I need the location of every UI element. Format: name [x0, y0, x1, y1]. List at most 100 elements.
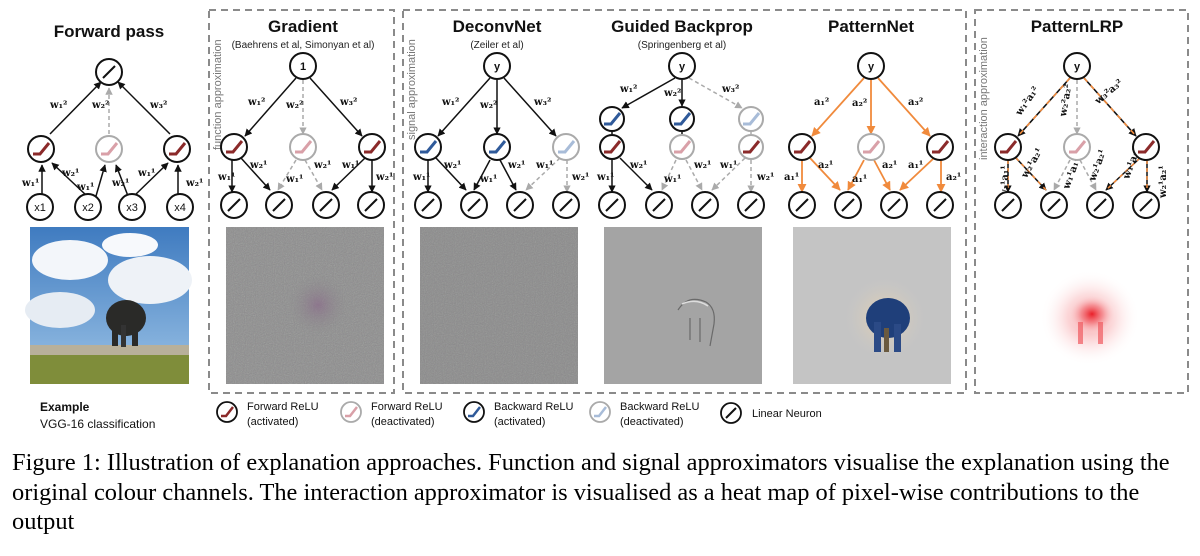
svg-text:w₂¹: w₂¹ — [693, 160, 711, 171]
svg-text:w₂¹: w₂¹ — [629, 160, 647, 171]
title-patternlrp: PatternLRP — [1031, 17, 1124, 36]
svg-text:w₁¹a₁¹: w₁¹a₁¹ — [1000, 165, 1011, 199]
svg-text:w₂¹: w₂¹ — [249, 160, 267, 171]
panel-function-approximation — [208, 9, 395, 394]
svg-text:w₃²: w₃² — [339, 97, 357, 108]
gradient-explanation-image — [226, 227, 384, 384]
svg-text:a₃²: a₃² — [908, 97, 923, 108]
svg-text:w₁¹a₁¹: w₁¹a₁¹ — [1061, 156, 1083, 191]
legend-backward-relu-deactivated: Backward ReLU (deactivated) — [589, 401, 700, 428]
label-function-approximation: function approximation — [212, 39, 224, 150]
svg-text:y: y — [1074, 61, 1081, 73]
svg-text:y: y — [494, 61, 501, 73]
svg-text:w₂¹: w₂¹ — [571, 172, 589, 183]
svg-text:x4: x4 — [174, 202, 186, 214]
svg-text:Forward ReLU: Forward ReLU — [247, 401, 319, 413]
svg-text:w₂²: w₂² — [479, 100, 497, 111]
example-subtitle: VGG-16 classification — [40, 417, 155, 431]
svg-text:a₁¹: a₁¹ — [784, 172, 799, 183]
forward-network: w₁² w₂² w₃² w₁¹ w₂¹ w₁¹ w₂¹ w₁¹ w₂¹ x1 x… — [21, 58, 203, 221]
panel-signal-approximation — [402, 9, 967, 394]
legend-forward-relu-deactivated: Forward ReLU (deactivated) — [340, 401, 443, 428]
patternnet-explanation-image — [793, 227, 951, 384]
svg-text:w₃²: w₃² — [149, 100, 167, 111]
svg-text:a₂¹: a₂¹ — [818, 160, 833, 171]
svg-text:w₂¹a₂¹: w₂¹a₂¹ — [1087, 148, 1109, 183]
svg-text:a₁¹: a₁¹ — [908, 160, 923, 171]
example-title: Example — [40, 400, 90, 414]
deconvnet-network: w₁² w₂² w₃² w₁¹ w₂¹ w₁¹ w₂¹ w₁¹ w₂¹ y — [412, 52, 589, 219]
svg-text:w₂¹: w₂¹ — [185, 178, 203, 189]
svg-text:w₁²: w₁² — [441, 97, 459, 108]
svg-text:w₂²: w₂² — [663, 88, 681, 99]
example-image — [25, 227, 192, 384]
svg-text:w₁¹: w₁¹ — [76, 182, 94, 193]
title-deconvnet: DeconvNet — [453, 17, 542, 36]
guided-backprop-explanation-image — [604, 227, 762, 384]
title-gradient: Gradient — [268, 17, 338, 36]
legend: Forward ReLU (activated) Forward ReLU (d… — [216, 401, 822, 428]
svg-text:(activated): (activated) — [247, 416, 298, 428]
svg-text:w₁²: w₁² — [49, 100, 67, 111]
gradient-network: w₁² w₂² w₃² w₁¹ w₂¹ w₁¹ w₂¹ w₁¹ w₂¹ 1 — [217, 52, 393, 219]
svg-text:a₂²: a₂² — [852, 98, 867, 109]
svg-text:x2: x2 — [82, 202, 94, 214]
legend-forward-relu-activated: Forward ReLU (activated) — [216, 401, 319, 428]
svg-text:w₁¹: w₁¹ — [341, 160, 359, 171]
subtitle-guided-backprop: (Springenberg et al) — [638, 40, 726, 51]
title-patternnet: PatternNet — [828, 17, 914, 36]
svg-text:y: y — [868, 61, 875, 73]
svg-text:w₂¹: w₂¹ — [61, 168, 79, 179]
svg-text:w₂¹a₂¹: w₂¹a₂¹ — [1158, 165, 1169, 199]
svg-text:w₂¹: w₂¹ — [313, 160, 331, 171]
svg-text:a₁²: a₁² — [814, 97, 829, 108]
svg-text:(deactivated): (deactivated) — [620, 416, 684, 428]
svg-text:w₁¹: w₁¹ — [285, 174, 303, 185]
svg-text:w₁¹: w₁¹ — [479, 174, 497, 185]
svg-text:w₁¹: w₁¹ — [535, 160, 553, 171]
title-forward-pass: Forward pass — [54, 22, 165, 41]
svg-text:w₁¹: w₁¹ — [137, 168, 155, 179]
svg-text:Linear Neuron: Linear Neuron — [752, 408, 822, 420]
label-interaction-approximation: interaction approximation — [978, 37, 990, 160]
svg-text:w₂¹: w₂¹ — [756, 172, 774, 183]
svg-text:a₂¹: a₂¹ — [946, 172, 961, 183]
svg-text:x1: x1 — [34, 202, 46, 214]
svg-text:(activated): (activated) — [494, 416, 545, 428]
svg-text:w₃²: w₃² — [533, 97, 551, 108]
subtitle-deconvnet: (Zeiler et al) — [470, 40, 523, 51]
patternlrp-network: w₁²a₁² w₂²a₂² w₃²a₃² w₁¹a₁¹ w₂¹a₂¹ w₁¹a₁… — [994, 52, 1169, 219]
svg-text:w₁¹: w₁¹ — [412, 172, 430, 183]
svg-text:w₁¹: w₁¹ — [217, 172, 235, 183]
svg-text:Backward ReLU: Backward ReLU — [494, 401, 574, 413]
svg-text:w₁¹: w₁¹ — [719, 160, 737, 171]
svg-text:w₁²: w₁² — [247, 97, 265, 108]
svg-text:w₂¹: w₂¹ — [375, 172, 393, 183]
svg-text:w₁¹: w₁¹ — [663, 174, 681, 185]
svg-text:w₂²: w₂² — [91, 100, 109, 111]
svg-text:a₂¹: a₂¹ — [882, 160, 897, 171]
guided-backprop-network: w₁² w₂² w₃² w₁¹ w₂¹ w₁¹ w₂¹ w₁¹ w₂¹ y — [596, 52, 774, 219]
svg-text:y: y — [679, 61, 686, 73]
svg-text:w₂¹: w₂¹ — [443, 160, 461, 171]
svg-text:w₁¹: w₁¹ — [21, 178, 39, 189]
svg-text:w₂¹: w₂¹ — [111, 178, 129, 189]
svg-text:1: 1 — [300, 61, 306, 73]
panel-interaction-approximation — [974, 9, 1189, 394]
svg-text:Forward ReLU: Forward ReLU — [371, 401, 443, 413]
svg-text:w₁¹: w₁¹ — [596, 172, 614, 183]
svg-text:w₂¹: w₂¹ — [507, 160, 525, 171]
patternlrp-heatmap-image — [999, 227, 1157, 384]
title-guided-backprop: Guided Backprop — [611, 17, 753, 36]
svg-text:a₁¹: a₁¹ — [852, 174, 867, 185]
deconvnet-explanation-image — [420, 227, 578, 384]
svg-text:w₁²: w₁² — [619, 84, 637, 95]
legend-linear-neuron: Linear Neuron — [720, 402, 822, 424]
svg-text:w₃²: w₃² — [721, 84, 739, 95]
subtitle-gradient: (Baehrens et al, Simonyan et al) — [232, 40, 375, 51]
svg-text:w₂²: w₂² — [285, 100, 303, 111]
svg-text:Backward ReLU: Backward ReLU — [620, 401, 700, 413]
patternnet-network: a₁² a₂² a₃² a₁¹ a₂¹ a₁¹ a₂¹ a₁¹ a₂¹ y — [784, 52, 961, 219]
figure: function approximation signal approximat… — [21, 9, 1189, 431]
svg-text:x3: x3 — [126, 202, 138, 214]
